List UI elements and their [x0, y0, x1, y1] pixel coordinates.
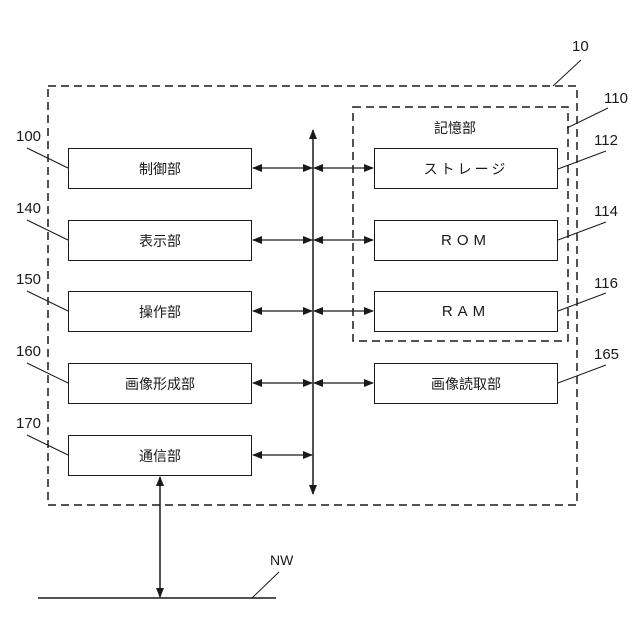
block-ram: RAM — [374, 291, 558, 332]
block-rom: ROM — [374, 220, 558, 261]
block-image-reading-unit: 画像読取部 — [374, 363, 558, 404]
leader-114 — [558, 222, 606, 240]
ref-112: 112 — [594, 132, 618, 149]
block-label: 表示部 — [139, 231, 181, 251]
block-label: 画像形成部 — [125, 374, 195, 394]
memory-group-title: 記憶部 — [434, 118, 476, 138]
block-display-unit: 表示部 — [68, 220, 252, 261]
block-control-unit: 制御部 — [68, 148, 252, 189]
leader-100 — [27, 148, 68, 168]
ref-140: 140 — [16, 200, 41, 217]
block-storage: ストレージ — [374, 148, 558, 189]
block-label: RAM — [442, 303, 490, 320]
block-label: ストレージ — [424, 159, 509, 179]
ref-114: 114 — [594, 203, 618, 220]
block-communication-unit: 通信部 — [68, 435, 252, 476]
leader-165 — [558, 365, 606, 383]
ref-110: 110 — [604, 90, 628, 107]
ref-150: 150 — [16, 271, 41, 288]
leader-110 — [567, 108, 608, 128]
block-label: 制御部 — [139, 159, 181, 179]
ref-100: 100 — [16, 128, 41, 145]
leader-170 — [27, 435, 68, 455]
block-label: 操作部 — [139, 302, 181, 322]
block-image-forming-unit: 画像形成部 — [68, 363, 252, 404]
block-label: 画像読取部 — [431, 374, 501, 394]
ref-160: 160 — [16, 343, 41, 360]
block-label: ROM — [441, 232, 491, 249]
leader-112 — [558, 151, 606, 169]
ref-170: 170 — [16, 415, 41, 432]
ref-165: 165 — [594, 346, 619, 363]
leader-10 — [553, 60, 581, 86]
block-label: 通信部 — [139, 446, 181, 466]
leader-150 — [27, 291, 68, 311]
block-operation-unit: 操作部 — [68, 291, 252, 332]
leader-116 — [558, 293, 606, 311]
ref-10: 10 — [572, 38, 589, 55]
ref-nw: NW — [270, 552, 293, 568]
ref-116: 116 — [594, 275, 618, 292]
leader-nw — [252, 572, 279, 598]
